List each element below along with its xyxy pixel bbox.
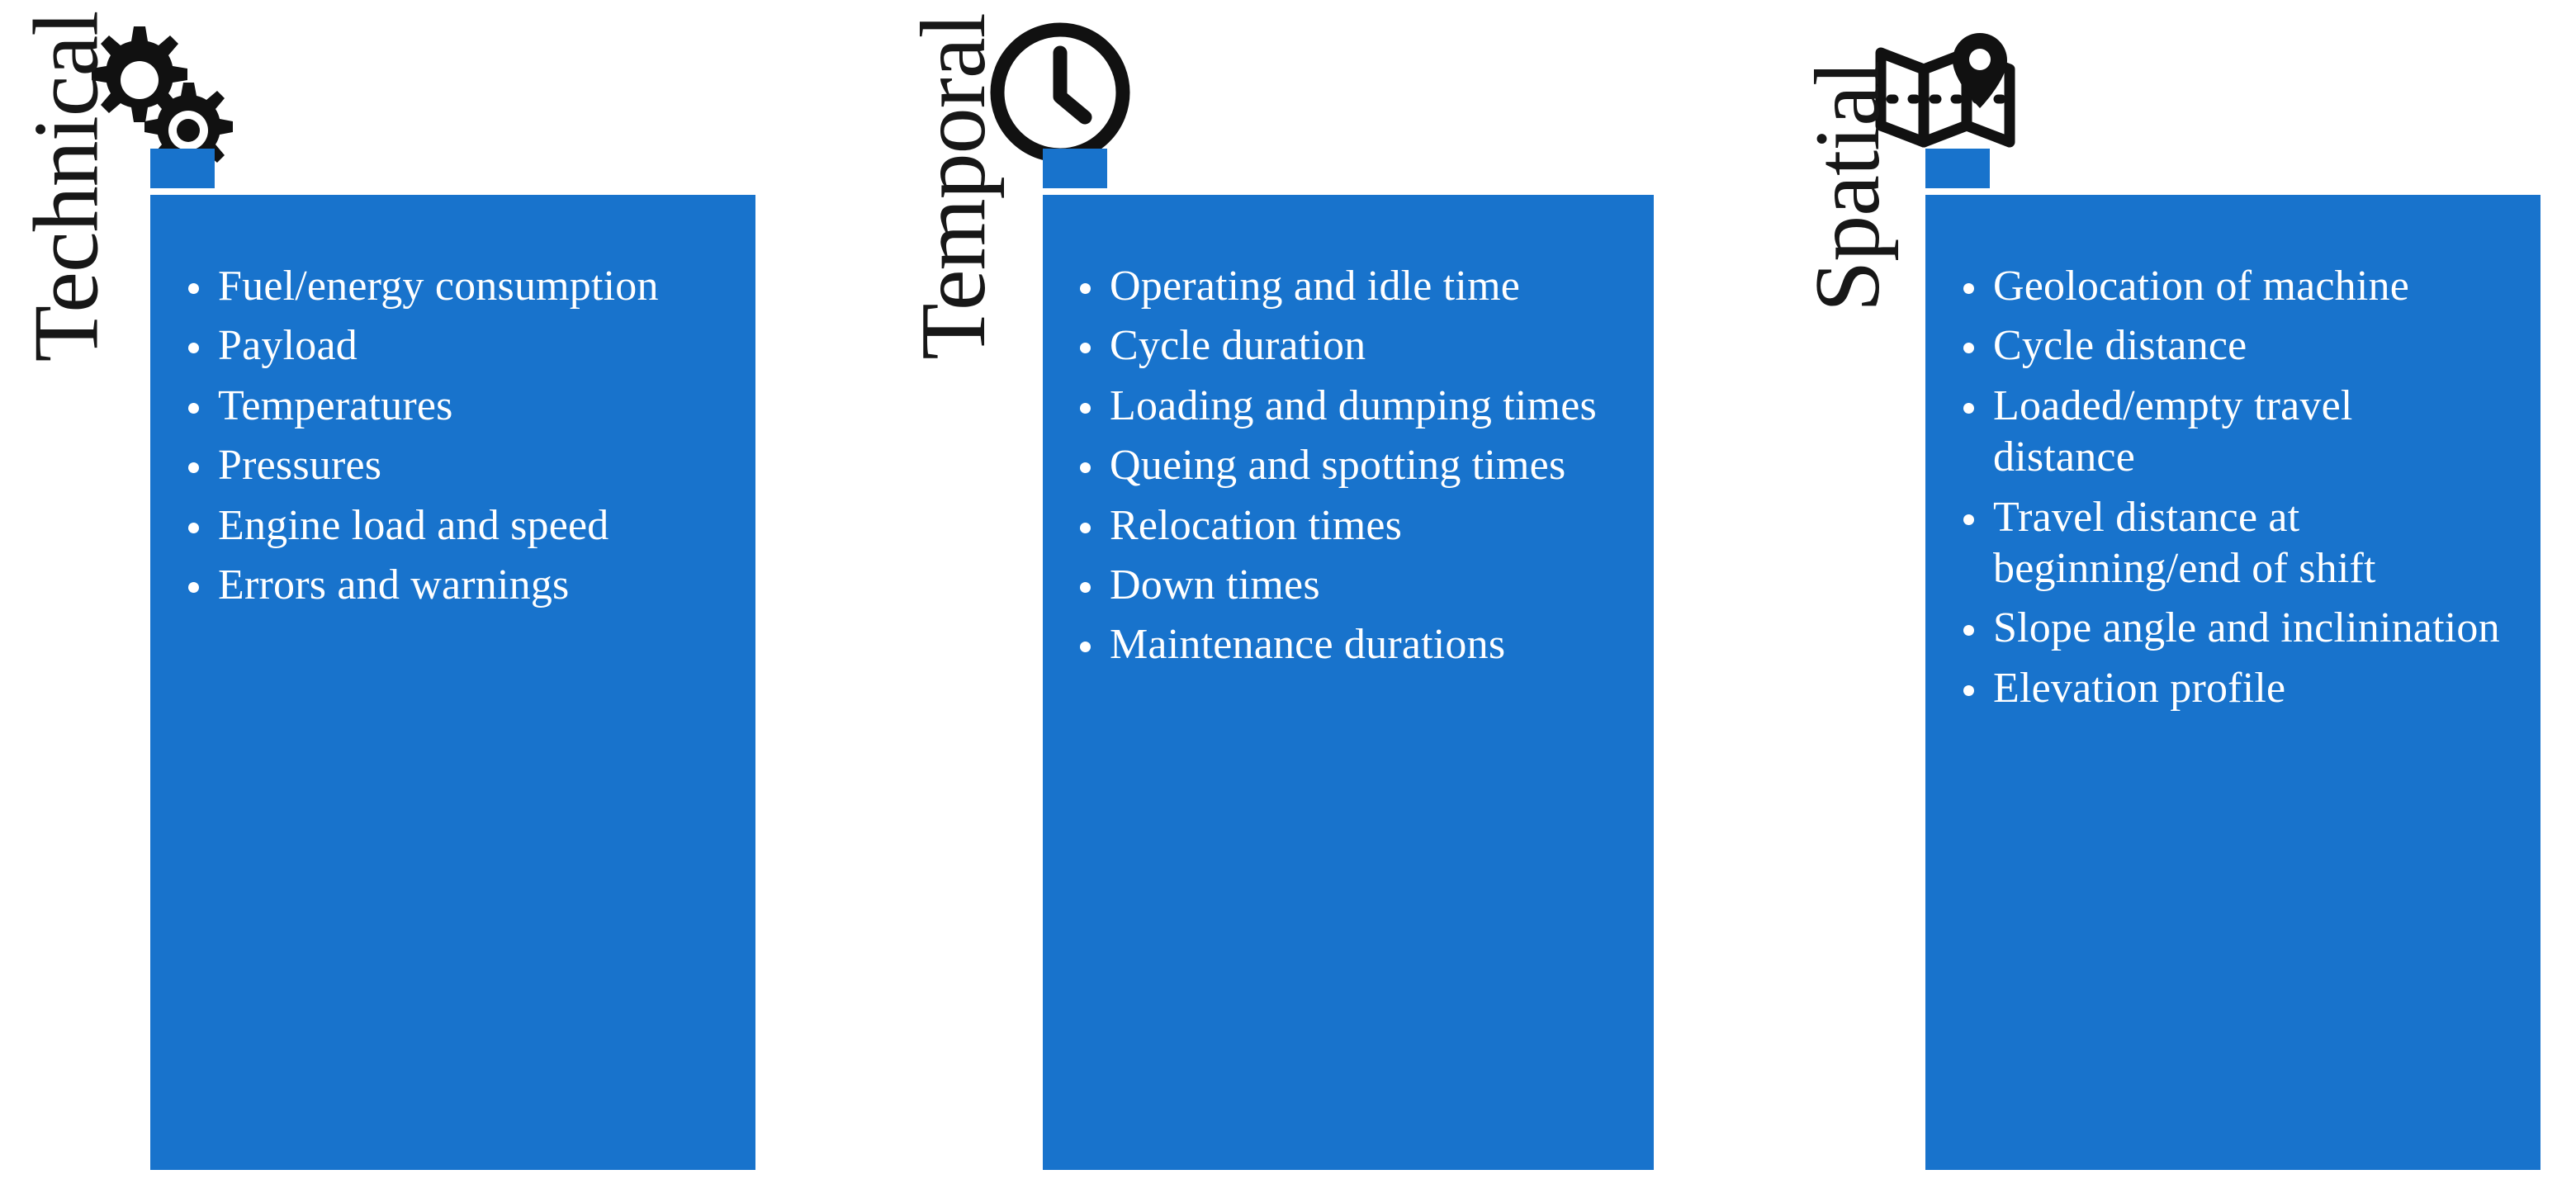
- list-item: Pressures: [183, 440, 703, 491]
- list-item: Travel distance at beginning/end of shif…: [1958, 492, 2503, 595]
- list-item: Cycle distance: [1958, 320, 2503, 372]
- list-item: Loaded/empty travel distance: [1958, 381, 2503, 484]
- list-item: Loading and dumping times: [1075, 381, 1612, 432]
- bullet-list-temporal: Operating and idle time Cycle duration L…: [1075, 261, 1612, 679]
- list-item: Down times: [1075, 560, 1612, 611]
- category-column-spatial: Spatial Geolocation of machine Cycle dis…: [1783, 0, 2576, 1198]
- bullet-list-spatial: Geolocation of machine Cycle distance Lo…: [1958, 261, 2503, 722]
- panel-tab-spatial: [1925, 149, 1990, 188]
- list-item: Operating and idle time: [1075, 261, 1612, 312]
- category-label-temporal: Temporal: [838, 13, 1069, 537]
- list-item: Temperatures: [183, 381, 703, 432]
- list-item: Queing and spotting times: [1075, 440, 1612, 491]
- list-item: Errors and warnings: [183, 560, 703, 611]
- bullet-list-technical: Fuel/energy consumption Payload Temperat…: [183, 261, 703, 619]
- list-item: Engine load and speed: [183, 500, 703, 552]
- list-item: Relocation times: [1075, 500, 1612, 552]
- list-item: Payload: [183, 320, 703, 372]
- list-item: Maintenance durations: [1075, 619, 1612, 670]
- category-column-temporal: Temporal Operating and idle time Cycle d…: [892, 0, 1750, 1198]
- list-item: Slope angle and inclinination: [1958, 603, 2503, 654]
- panel-body-temporal: [1043, 195, 1654, 1170]
- clock-icon: [984, 17, 1137, 169]
- list-item: Fuel/energy consumption: [183, 261, 703, 312]
- panel-body-technical: [150, 195, 755, 1170]
- map-pin-icon: [1866, 18, 2031, 175]
- panel-tab-temporal: [1043, 149, 1107, 188]
- list-item: Elevation profile: [1958, 663, 2503, 714]
- panel-tab-technical: [150, 149, 215, 188]
- list-item: Cycle duration: [1075, 320, 1612, 372]
- panel-body-spatial: [1925, 195, 2540, 1170]
- list-item: Geolocation of machine: [1958, 261, 2503, 312]
- category-column-technical: Technical Fuel/energy consumption Payloa…: [0, 0, 859, 1198]
